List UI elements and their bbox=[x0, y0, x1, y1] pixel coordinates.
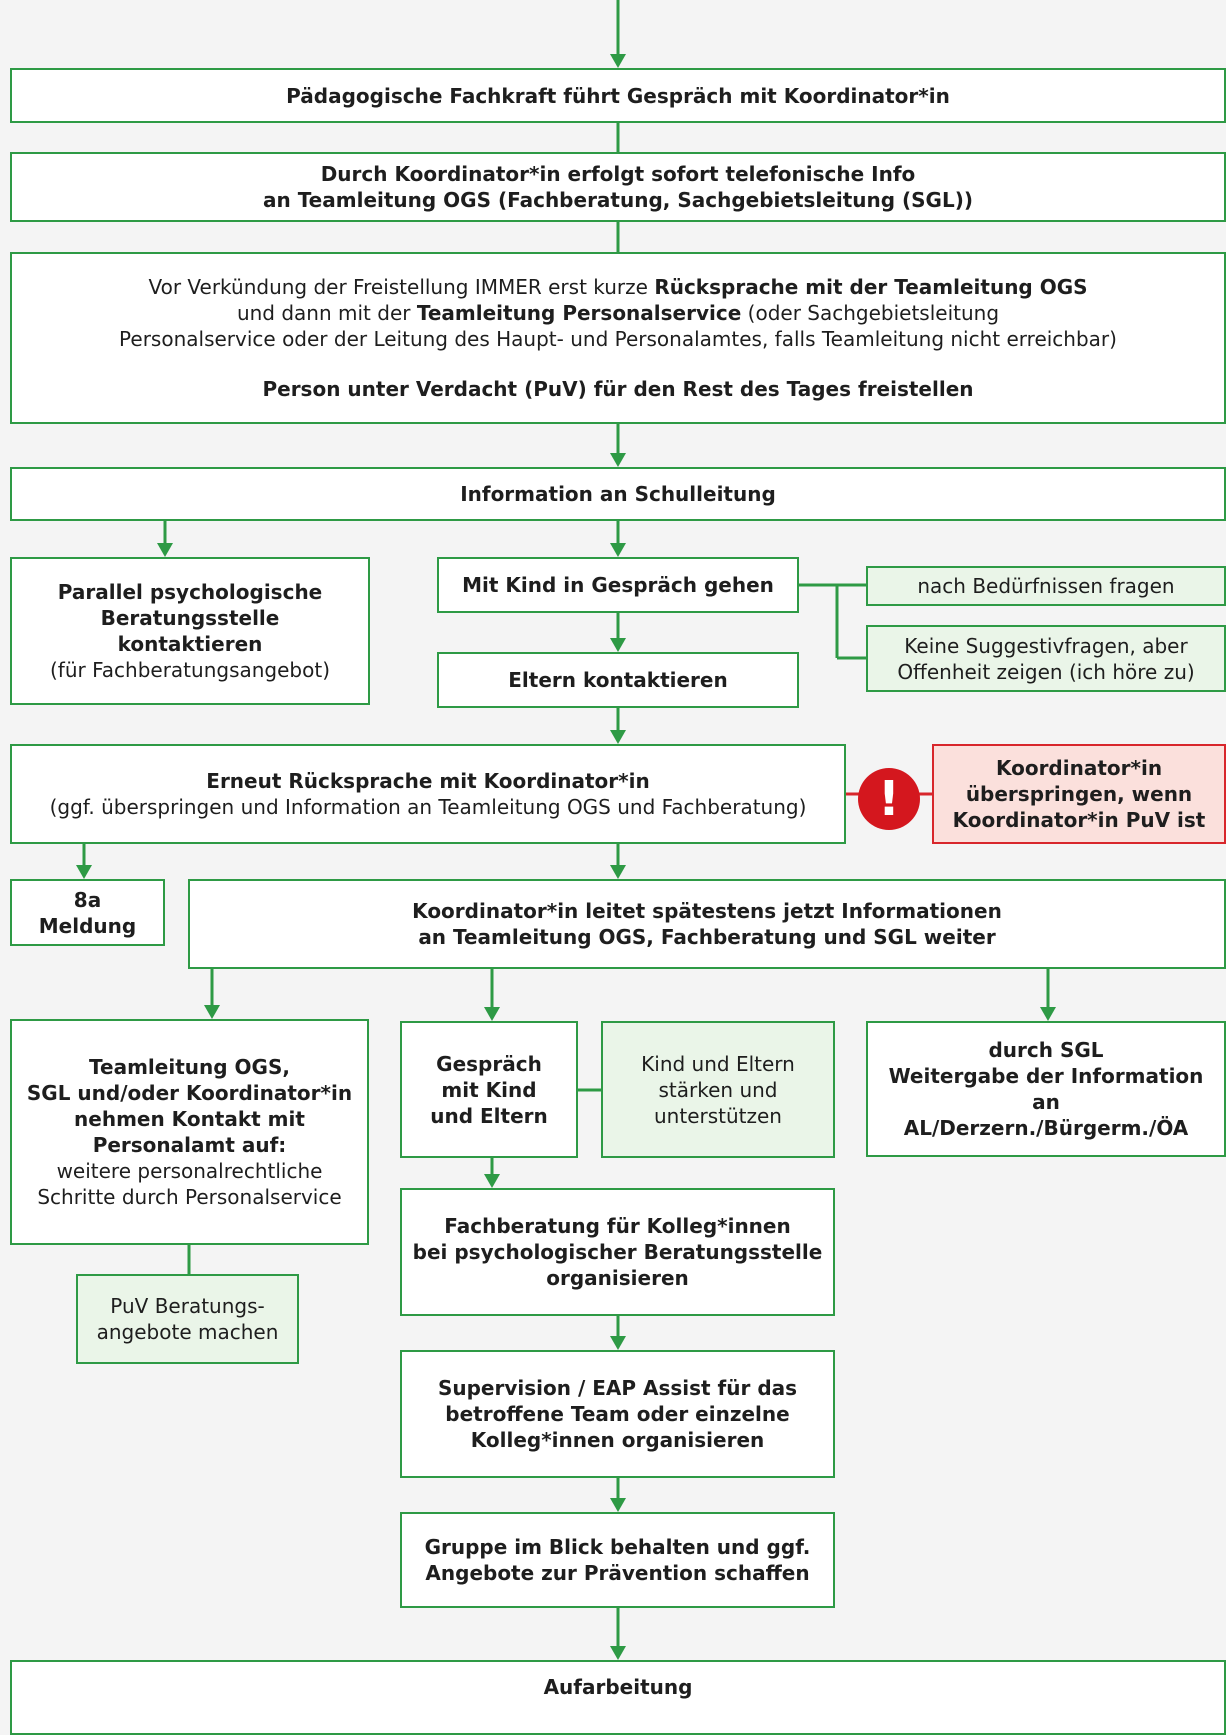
personalamt-line4: Personalamt auf: bbox=[92, 1133, 287, 1157]
arrow-head bbox=[610, 1336, 626, 1350]
step-label: Mit Kind in Gespräch gehen bbox=[462, 573, 774, 597]
step-gespraech-koordinator: Pädagogische Fachkraft führt Gespräch mi… bbox=[10, 68, 1226, 123]
step-kind-gespraech: Mit Kind in Gespräch gehen bbox=[437, 557, 799, 613]
step-label-line1: Durch Koordinator*in erfolgt sofort tele… bbox=[320, 162, 916, 186]
gruppe-line1: Gruppe im Blick behalten und ggf. bbox=[424, 1535, 811, 1559]
fachberatung-line3: organisieren bbox=[546, 1266, 689, 1290]
gespraech-eltern-line2: mit Kind bbox=[441, 1077, 537, 1102]
arrow-head bbox=[610, 638, 626, 652]
arrow-head bbox=[610, 543, 626, 557]
beratungsstelle-line3: kontaktieren bbox=[117, 632, 263, 656]
arrow-head bbox=[610, 453, 626, 467]
arrow-head bbox=[484, 1007, 500, 1021]
freistellung-line1: Vor Verkündung der Freistellung IMMER er… bbox=[148, 275, 1088, 299]
step-telefon-info: Durch Koordinator*in erfolgt sofort tele… bbox=[10, 152, 1226, 222]
arrow-head bbox=[610, 1498, 626, 1512]
arrow-head bbox=[157, 543, 173, 557]
hint-label: nach Bedürfnissen fragen bbox=[917, 574, 1175, 598]
hint-beduerfnisse: nach Bedürfnissen fragen bbox=[866, 566, 1226, 606]
personalamt-line3: nehmen Kontakt mit bbox=[74, 1107, 305, 1131]
warning-line3: Koordinator*in PuV ist bbox=[952, 808, 1206, 832]
staerken-line1: Kind und Eltern bbox=[641, 1051, 795, 1076]
step-label: Pädagogische Fachkraft führt Gespräch mi… bbox=[286, 83, 950, 108]
personalamt-line5: weitere personalrechtliche bbox=[56, 1159, 323, 1183]
supervision-line3: Kolleg*innen organisieren bbox=[470, 1428, 765, 1452]
gespraech-eltern-line3: und Eltern bbox=[430, 1103, 548, 1128]
arrow-head bbox=[610, 1646, 626, 1660]
beratungsstelle-line2: Beratungsstelle bbox=[100, 606, 280, 630]
hint-staerken: Kind und Eltern stärken und unterstützen bbox=[601, 1021, 835, 1158]
warning-line1: Koordinator*in bbox=[995, 756, 1163, 780]
step-8a-meldung: 8a Meldung bbox=[10, 879, 165, 946]
step-label: Eltern kontaktieren bbox=[508, 668, 728, 692]
step-eltern: Eltern kontaktieren bbox=[437, 652, 799, 708]
step-label-line2: an Teamleitung OGS (Fachberatung, Sachge… bbox=[263, 188, 973, 212]
arrow-head bbox=[204, 1005, 220, 1019]
gruppe-line2: Angebote zur Prävention schaffen bbox=[425, 1561, 810, 1585]
personalamt-line1: Teamleitung OGS, bbox=[89, 1055, 290, 1079]
step-gruppe-praevention: Gruppe im Blick behalten und ggf. Angebo… bbox=[400, 1512, 835, 1608]
arrow-head bbox=[1040, 1007, 1056, 1021]
step-label: Aufarbeitung bbox=[543, 1675, 693, 1699]
step-supervision: Supervision / EAP Assist für das betroff… bbox=[400, 1350, 835, 1478]
freistellung-line4: Person unter Verdacht (PuV) für den Rest… bbox=[262, 377, 974, 401]
step-personalamt: Teamleitung OGS, SGL und/oder Koordinato… bbox=[10, 1019, 369, 1245]
exclamation-icon: ! bbox=[858, 768, 920, 830]
step-aufarbeitung: Aufarbeitung bbox=[10, 1660, 1226, 1735]
warning-koordinator-puv: Koordinator*in überspringen, wenn Koordi… bbox=[932, 744, 1226, 844]
arrow-head bbox=[610, 865, 626, 879]
step-weiterleitung: Koordinator*in leitet spätestens jetzt I… bbox=[188, 879, 1226, 969]
arrow-head bbox=[610, 54, 626, 68]
personalamt-line2: SGL und/oder Koordinator*in bbox=[26, 1081, 353, 1105]
step-beratungsstelle: Parallel psychologische Beratungsstelle … bbox=[10, 557, 370, 705]
weiterleitung-line1: Koordinator*in leitet spätestens jetzt I… bbox=[412, 899, 1002, 923]
step-freistellung: Vor Verkündung der Freistellung IMMER er… bbox=[10, 252, 1226, 424]
arrow-head bbox=[76, 865, 92, 879]
fachberatung-line1: Fachberatung für Kolleg*innen bbox=[444, 1214, 791, 1238]
warning-line2: überspringen, wenn bbox=[965, 782, 1193, 806]
sgl-line2: Weitergabe der Information an bbox=[888, 1064, 1204, 1114]
hint-line1: Keine Suggestivfragen, aber bbox=[904, 633, 1188, 658]
weiterleitung-line2: an Teamleitung OGS, Fachberatung und SGL… bbox=[418, 925, 996, 949]
beratungsstelle-line4: (für Fachberatungsangebot) bbox=[50, 658, 330, 682]
erneut-line2: (ggf. überspringen und Information an Te… bbox=[49, 795, 807, 819]
meldung-line1: 8a bbox=[73, 887, 102, 912]
arrow-head bbox=[484, 1174, 500, 1188]
step-schulleitung: Information an Schulleitung bbox=[10, 467, 1226, 521]
supervision-line1: Supervision / EAP Assist für das bbox=[437, 1376, 798, 1400]
puv-line1: PuV Beratungs- bbox=[110, 1294, 265, 1318]
step-fachberatung-kollegen: Fachberatung für Kolleg*innen bei psycho… bbox=[400, 1188, 835, 1316]
freistellung-line2: und dann mit der Teamleitung Personalser… bbox=[236, 301, 1000, 325]
step-gespraech-eltern: Gespräch mit Kind und Eltern bbox=[400, 1021, 578, 1158]
hint-suggestivfragen: Keine Suggestivfragen, aber Offenheit ze… bbox=[866, 625, 1226, 692]
meldung-line2: Meldung bbox=[38, 913, 137, 938]
sgl-line1: durch SGL bbox=[988, 1038, 1104, 1062]
staerken-line3: unterstützen bbox=[654, 1103, 782, 1128]
staerken-line2: stärken und bbox=[658, 1077, 778, 1102]
erneut-line1: Erneut Rücksprache mit Koordinator*in bbox=[206, 769, 650, 793]
step-erneut-ruecksprache: Erneut Rücksprache mit Koordinator*in (g… bbox=[10, 744, 846, 844]
fachberatung-line2: bei psychologischer Beratungsstelle bbox=[412, 1240, 823, 1264]
puv-line2: angebote machen bbox=[96, 1320, 279, 1344]
hint-puv-beratung: PuV Beratungs- angebote machen bbox=[76, 1274, 299, 1364]
sgl-line3: AL/Derzern./Bürgerm./ÖA bbox=[903, 1116, 1189, 1140]
hint-line2: Offenheit zeigen (ich höre zu) bbox=[897, 659, 1195, 684]
step-label: Information an Schulleitung bbox=[460, 482, 776, 506]
personalamt-line6: Schritte durch Personalservice bbox=[37, 1185, 342, 1209]
arrow-head bbox=[610, 730, 626, 744]
step-sgl-weitergabe: durch SGL Weitergabe der Information an … bbox=[866, 1021, 1226, 1157]
freistellung-line3: Personalservice oder der Leitung des Hau… bbox=[119, 327, 1117, 351]
beratungsstelle-line1: Parallel psychologische bbox=[57, 580, 323, 604]
gespraech-eltern-line1: Gespräch bbox=[436, 1051, 542, 1076]
supervision-line2: betroffene Team oder einzelne bbox=[445, 1402, 790, 1426]
